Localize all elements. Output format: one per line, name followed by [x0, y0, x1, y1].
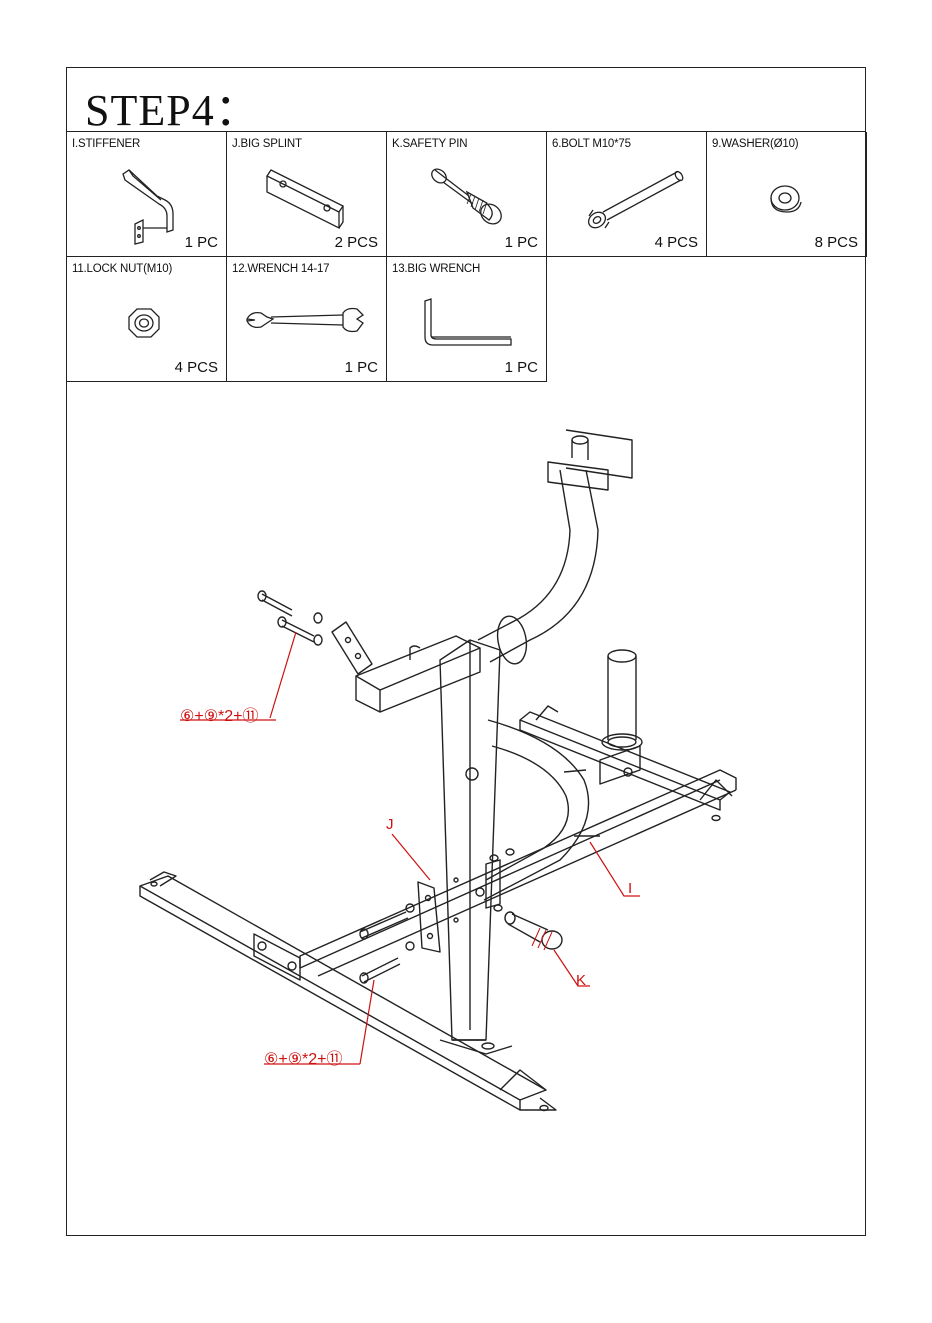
- callout-i: I: [628, 880, 632, 897]
- callout-bolt-set-bottom: ⑥+⑨*2+⑪: [264, 1045, 343, 1069]
- callout-bolt-set-top: ⑥+⑨*2+⑪: [180, 702, 259, 726]
- callout-j: J: [386, 816, 394, 833]
- callout-k: K: [576, 972, 586, 989]
